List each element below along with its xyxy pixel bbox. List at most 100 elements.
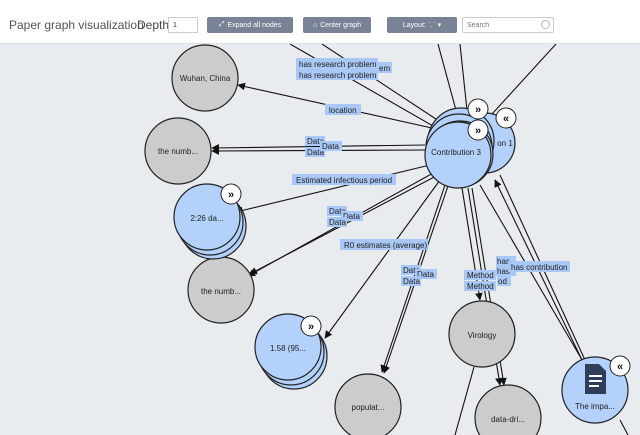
center-graph-label: Center graph xyxy=(320,21,362,29)
edge-label: Data xyxy=(320,141,342,151)
edge-label: Data xyxy=(327,206,347,216)
edge-label: Data xyxy=(401,276,421,286)
node-label: on 1 xyxy=(497,139,513,148)
number-node-2[interactable]: the numb... xyxy=(187,256,255,324)
double-chevron-right-icon: » xyxy=(475,125,481,137)
edge-label: has research problem xyxy=(296,58,378,69)
expand-icon: ⤢ xyxy=(218,21,225,28)
edge xyxy=(459,44,469,121)
expand-badge[interactable]: » xyxy=(467,98,489,120)
node-label: populat... xyxy=(352,403,385,412)
edge-label: Data xyxy=(327,217,347,227)
node-label: data-dri... xyxy=(491,415,525,424)
expand-badge[interactable]: » xyxy=(220,183,242,205)
hierarchy-icon: ⸪ xyxy=(428,21,435,29)
graph-toolbar: Paper graph visualization Depth ⤢ Expand… xyxy=(0,0,640,44)
edge xyxy=(235,164,431,215)
collapse-badge[interactable]: « xyxy=(495,107,517,129)
svg-text:Data: Data xyxy=(403,277,420,286)
depth-input[interactable] xyxy=(168,17,198,33)
graph-canvas[interactable]: Wuhan, China the numb... the numb... pop… xyxy=(0,44,640,435)
node-label: Virology xyxy=(468,331,497,340)
svg-text:Data: Data xyxy=(403,266,420,275)
edge-label: od xyxy=(497,276,511,286)
edge xyxy=(289,44,441,131)
data-driven-node[interactable]: data-dri... xyxy=(474,384,542,435)
expand-badge[interactable]: » xyxy=(300,315,322,337)
page-title: Paper graph visualization xyxy=(9,18,144,32)
svg-text:Data: Data xyxy=(307,137,324,146)
edge-label: Method xyxy=(464,270,496,280)
edge-label: Estimated infectious period xyxy=(292,174,396,185)
edge-label: Data xyxy=(305,147,325,157)
expand-badge[interactable]: » xyxy=(467,119,489,141)
double-chevron-right-icon: » xyxy=(475,104,481,116)
node-label: Contribution 3 xyxy=(431,148,481,157)
svg-text:has research problem: has research problem xyxy=(299,71,377,80)
svg-text:Data: Data xyxy=(329,207,346,216)
edge xyxy=(321,44,446,126)
node-label: 1.58 (95... xyxy=(270,344,306,353)
double-chevron-left-icon: « xyxy=(503,113,509,125)
svg-text:em: em xyxy=(379,64,390,73)
svg-text:Data: Data xyxy=(417,270,434,279)
svg-text:has: has xyxy=(497,267,510,276)
edge-label: R0 estimates (average) xyxy=(340,239,428,250)
edge-label: has contribution xyxy=(508,261,570,272)
document-icon xyxy=(585,364,606,394)
edge-label: Method xyxy=(464,281,496,291)
edge xyxy=(481,44,557,126)
double-chevron-right-icon: » xyxy=(308,321,314,333)
svg-text:has research problem: has research problem xyxy=(299,60,377,69)
paper-node[interactable]: The impa... xyxy=(561,356,629,424)
edge xyxy=(454,366,475,435)
layout-dropdown[interactable]: Layout: ⸪ ▾ xyxy=(387,17,457,33)
virology-node[interactable]: Virology xyxy=(448,300,516,368)
edge-label: Data xyxy=(305,136,325,146)
layout-label: Layout: xyxy=(402,21,426,29)
double-chevron-right-icon: » xyxy=(228,189,234,201)
number-node-1[interactable]: the numb... xyxy=(144,117,212,185)
svg-text:Method: Method xyxy=(467,271,494,280)
expand-all-label: Expand all nodes xyxy=(227,21,282,29)
svg-text:has: has xyxy=(497,257,510,266)
svg-text:Estimated infectious period: Estimated infectious period xyxy=(296,176,392,185)
home-icon: ⌂ xyxy=(312,21,318,29)
edge xyxy=(324,179,441,339)
node-label: Wuhan, China xyxy=(180,74,231,83)
svg-text:Data: Data xyxy=(329,218,346,227)
node-label: the numb... xyxy=(201,287,241,296)
contribution-3-node[interactable]: Contribution 3 xyxy=(424,107,495,189)
center-graph-button[interactable]: ⌂ Center graph xyxy=(303,17,371,33)
svg-text:has contribution: has contribution xyxy=(511,263,567,272)
edge-label: Data xyxy=(415,269,437,279)
collapse-badge[interactable]: « xyxy=(609,355,631,377)
population-node[interactable]: populat... xyxy=(334,373,402,435)
svg-text:R0 estimates (average): R0 estimates (average) xyxy=(344,241,427,250)
edge-label: Data xyxy=(341,211,363,221)
svg-text:Data: Data xyxy=(307,148,324,157)
svg-text:od: od xyxy=(498,277,507,286)
edge-label: em xyxy=(378,62,392,73)
edge-label: location xyxy=(325,104,361,115)
edge-label: has research problem xyxy=(296,69,378,80)
node-label: The impa... xyxy=(575,402,615,411)
edge-label: Data xyxy=(401,265,421,275)
search-icon xyxy=(541,20,550,29)
svg-text:Data: Data xyxy=(322,142,339,151)
node-label: 2:26 da... xyxy=(190,214,223,223)
depth-label: Depth xyxy=(137,18,170,32)
double-chevron-left-icon: « xyxy=(617,361,623,373)
search-input[interactable] xyxy=(462,17,554,33)
edge-label: has xyxy=(496,256,516,266)
graph-svg: Wuhan, China the numb... the numb... pop… xyxy=(144,44,631,435)
expand-all-button[interactable]: ⤢ Expand all nodes xyxy=(207,17,293,33)
node-label: the numb... xyxy=(158,147,198,156)
wuhan-node[interactable]: Wuhan, China xyxy=(171,44,239,112)
edge xyxy=(211,144,426,152)
edge xyxy=(479,184,586,366)
edges xyxy=(211,44,629,435)
edge xyxy=(619,419,629,435)
svg-text:Data: Data xyxy=(343,212,360,221)
svg-text:location: location xyxy=(329,106,357,115)
